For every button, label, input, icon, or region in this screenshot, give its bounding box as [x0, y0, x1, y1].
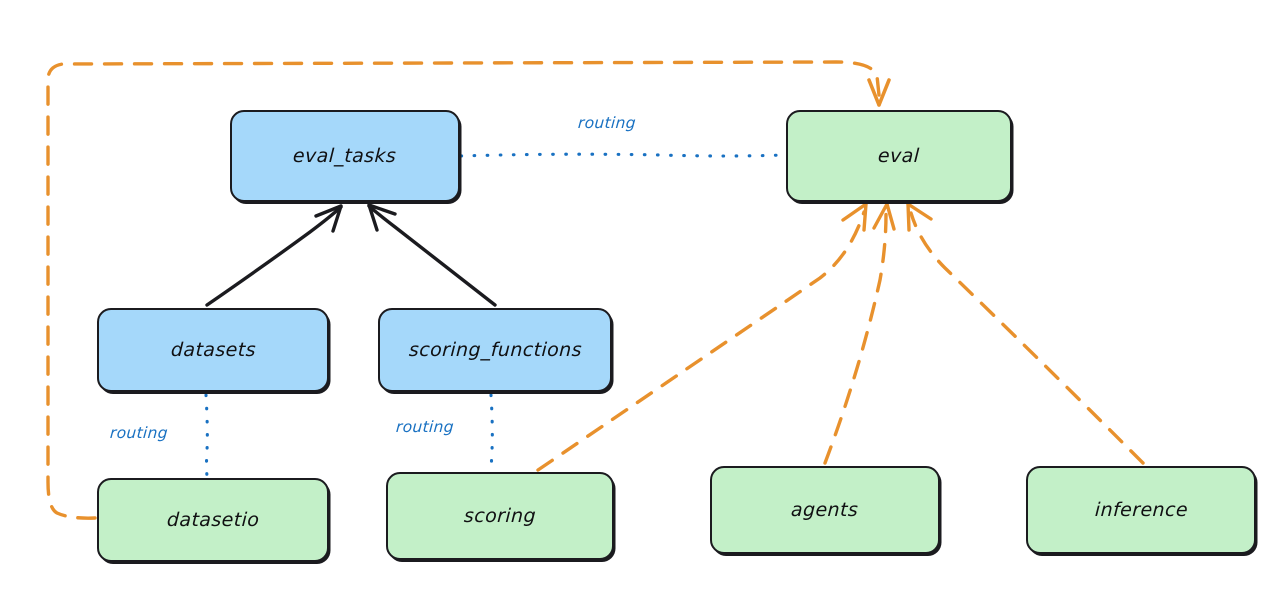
node-label: inference	[1093, 499, 1189, 521]
edge-scoring-eval	[536, 202, 868, 472]
node-label: datasetio	[166, 509, 260, 531]
edge-label-routing-datasetio: routing	[109, 424, 169, 442]
node-agents[interactable]: agents	[710, 466, 940, 554]
edge-datasets-datasetio	[204, 393, 209, 478]
node-scoring-functions[interactable]: scoring_functions	[378, 308, 612, 392]
node-datasetio[interactable]: datasetio	[97, 478, 329, 562]
node-eval[interactable]: eval	[786, 110, 1012, 202]
node-label: eval_tasks	[292, 145, 398, 167]
node-label: scoring_functions	[407, 339, 583, 361]
edge-agents-eval	[823, 202, 896, 465]
node-label: scoring	[463, 505, 537, 527]
edge-eval_tasks-eval	[459, 152, 785, 158]
node-label: agents	[790, 499, 860, 521]
edge-label-routing-scoring: routing	[395, 418, 455, 436]
node-datasets[interactable]: datasets	[97, 308, 329, 392]
node-inference[interactable]: inference	[1026, 466, 1256, 554]
node-scoring[interactable]: scoring	[386, 472, 614, 560]
edge-scoring_functions-scoring	[489, 393, 494, 473]
node-eval-tasks[interactable]: eval_tasks	[230, 110, 460, 202]
edge-datasets-eval_tasks	[205, 204, 343, 307]
node-label: datasets	[169, 339, 257, 361]
edge-scoring_functions-eval_tasks	[367, 203, 497, 307]
edge-datasetio-eval	[46, 60, 891, 520]
edge-label-routing-eval: routing	[577, 114, 637, 132]
edge-inference-eval	[906, 202, 1145, 465]
node-label: eval	[877, 145, 921, 167]
